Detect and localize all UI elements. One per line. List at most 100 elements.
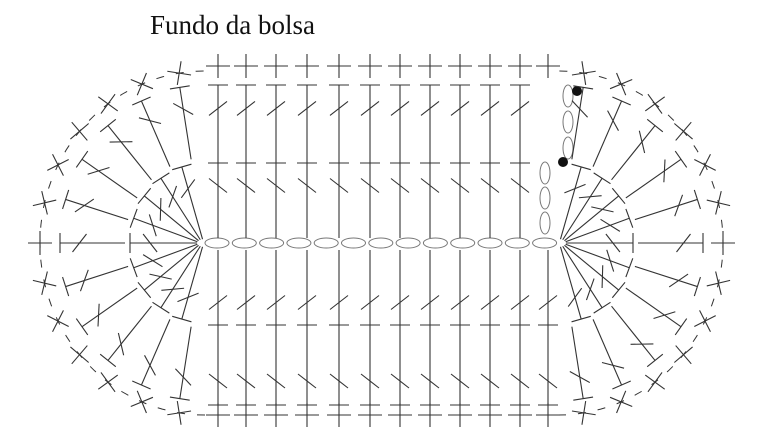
chain-stitch [422, 237, 448, 249]
double-crochet-slash [450, 295, 470, 310]
double-crochet-slash [578, 195, 602, 199]
double-crochet-slash [510, 178, 530, 193]
double-crochet-slash [117, 332, 125, 356]
double-crochet-top [99, 353, 117, 368]
double-crochet-slash [480, 295, 500, 310]
double-crochet-stem [107, 125, 152, 181]
chain-stitch [532, 237, 558, 249]
double-crochet-stem [625, 287, 682, 328]
double-crochet-top [62, 276, 70, 297]
double-crochet-slash [360, 373, 380, 389]
double-crochet-slash [676, 233, 691, 253]
double-crochet-stem [611, 305, 656, 361]
double-crochet-top [99, 118, 117, 133]
double-crochet-stem [81, 287, 138, 328]
double-crochet-top [693, 276, 701, 297]
double-crochet-slash [390, 178, 410, 193]
double-crochet-top [172, 163, 192, 171]
double-crochet-slash [585, 278, 595, 301]
double-crochet-slash [144, 355, 156, 376]
double-crochet-top [152, 172, 170, 185]
double-crochet-slash [663, 159, 666, 183]
double-crochet-stem [562, 245, 603, 309]
double-crochet-stem [611, 125, 656, 181]
double-crochet-stem [592, 100, 623, 167]
outer-ring-arc [557, 70, 724, 416]
double-crochet-slash [638, 130, 646, 154]
double-crochet-slash [236, 295, 256, 310]
double-crochet-slash [138, 117, 162, 125]
chain-stitch [259, 237, 285, 249]
double-crochet-slash [297, 295, 317, 310]
turning-chain [539, 186, 551, 210]
double-crochet-slash [390, 373, 410, 389]
double-crochet-slash [208, 373, 228, 389]
double-crochet-slash [266, 178, 286, 193]
double-crochet-slash [329, 178, 349, 193]
double-crochet-stem [140, 319, 171, 386]
double-crochet-slash [97, 303, 100, 327]
double-crochet-stem [565, 217, 630, 243]
turning-chain [539, 161, 551, 185]
double-crochet-slash [607, 110, 619, 131]
double-crochet-stem [181, 166, 204, 240]
double-crochet-slash [297, 373, 317, 389]
turning-chain [562, 110, 574, 134]
double-crochet-stem [559, 246, 582, 320]
double-crochet-top [132, 380, 151, 390]
double-crochet-slash [674, 194, 684, 217]
double-crochet-top [612, 96, 631, 106]
double-crochet-stem [160, 177, 201, 241]
double-crochet-top [129, 208, 138, 228]
double-crochet-slash [79, 269, 89, 292]
double-crochet-top [172, 315, 192, 323]
double-crochet-slash [172, 102, 194, 115]
outer-ring-dash [218, 65, 548, 416]
double-crochet-top [593, 301, 611, 314]
double-crochet-stem [625, 158, 682, 199]
double-crochet-slash [208, 100, 228, 116]
double-crochet-slash [142, 233, 158, 253]
turning-chain [562, 136, 574, 160]
double-crochet-slash [390, 100, 410, 116]
double-crochet-top [625, 208, 634, 228]
double-crochet-top [674, 318, 688, 336]
double-crochet-slash [480, 100, 500, 116]
double-crochet-top [593, 172, 611, 185]
double-crochet-slash [87, 167, 110, 175]
double-crochet-slash [329, 100, 349, 116]
double-crochet-slash [266, 100, 286, 116]
double-crochet-stem [571, 326, 584, 399]
double-crochet-top [573, 396, 594, 401]
double-crochet-slash [297, 178, 317, 193]
double-crochet-slash [208, 178, 228, 193]
chain-stitch [313, 237, 339, 249]
double-crochet-slash [601, 361, 625, 369]
double-crochet-top [132, 96, 151, 106]
double-crochet-top [646, 118, 664, 133]
slip-stitch-dot [572, 86, 582, 96]
double-crochet-slash [236, 178, 256, 193]
double-crochet-stem [634, 198, 698, 221]
double-crochet-slash [360, 178, 380, 193]
double-crochet-slash [538, 373, 558, 389]
double-crochet-slash [266, 295, 286, 310]
double-crochet-slash [510, 295, 530, 310]
double-crochet-slash [168, 185, 178, 208]
double-crochet-slash [236, 373, 256, 389]
double-crochet-stem [133, 217, 198, 243]
double-crochet-top [169, 85, 190, 90]
double-crochet-stem [65, 265, 129, 288]
double-crochet-slash [161, 287, 185, 291]
double-crochet-slash [420, 178, 440, 193]
double-crochet-slash [571, 100, 588, 118]
double-crochet-slash [72, 233, 87, 253]
double-crochet-stem [592, 319, 623, 386]
double-crochet-slash [180, 179, 196, 199]
turning-chain [562, 84, 574, 108]
double-crochet-top [571, 315, 591, 323]
chain-stitch [204, 237, 230, 249]
double-crochet-stem [160, 245, 201, 309]
double-crochet-slash [236, 100, 256, 116]
